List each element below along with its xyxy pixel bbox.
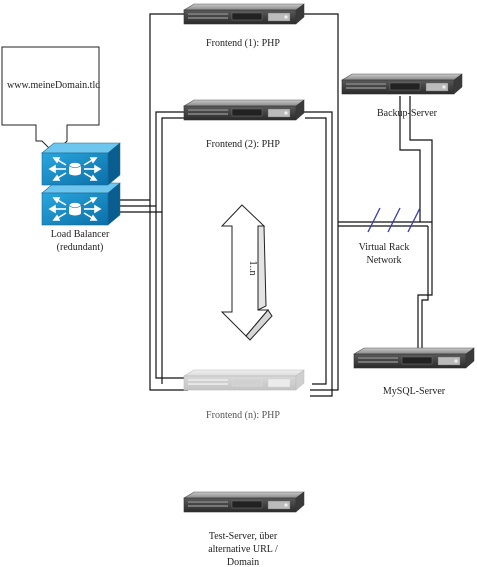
test-server-label-line3: Domain xyxy=(227,557,259,567)
backup-server-label: Backup-Server xyxy=(377,108,438,119)
scale-arrow-label: 1..n xyxy=(247,261,258,276)
load-balancer-icon xyxy=(41,142,121,226)
frontend-1-server-icon xyxy=(183,3,305,25)
backup-server-icon xyxy=(341,73,463,95)
mysql-server-icon xyxy=(353,347,475,369)
network-cabling xyxy=(116,13,433,397)
test-server-label-line1: Test-Server, über xyxy=(209,531,278,542)
load-balancer-sublabel: (redundant) xyxy=(57,242,104,253)
network-label-line1: Virtual Rack xyxy=(359,242,410,253)
domain-callout xyxy=(1,46,100,154)
frontend-2-label: Frontend (2): PHP xyxy=(206,139,280,150)
frontend-n-label: Frontend (n): PHP xyxy=(206,410,280,421)
frontend-n-server-icon xyxy=(183,369,305,391)
load-balancer-label: Load Balancer xyxy=(51,229,110,240)
domain-callout-text: www.meineDomain.tld xyxy=(7,80,100,91)
mysql-server-label: MySQL-Server xyxy=(383,386,446,397)
scale-double-arrow-icon xyxy=(220,204,273,341)
frontend-1-label: Frontend (1): PHP xyxy=(206,38,280,49)
test-server-label-line2: alternative URL / xyxy=(208,544,278,555)
virtual-rack-network-icon xyxy=(367,207,421,233)
network-label-line2: Network xyxy=(367,255,402,266)
test-server-icon xyxy=(183,491,305,513)
frontend-2-server-icon xyxy=(183,99,305,121)
